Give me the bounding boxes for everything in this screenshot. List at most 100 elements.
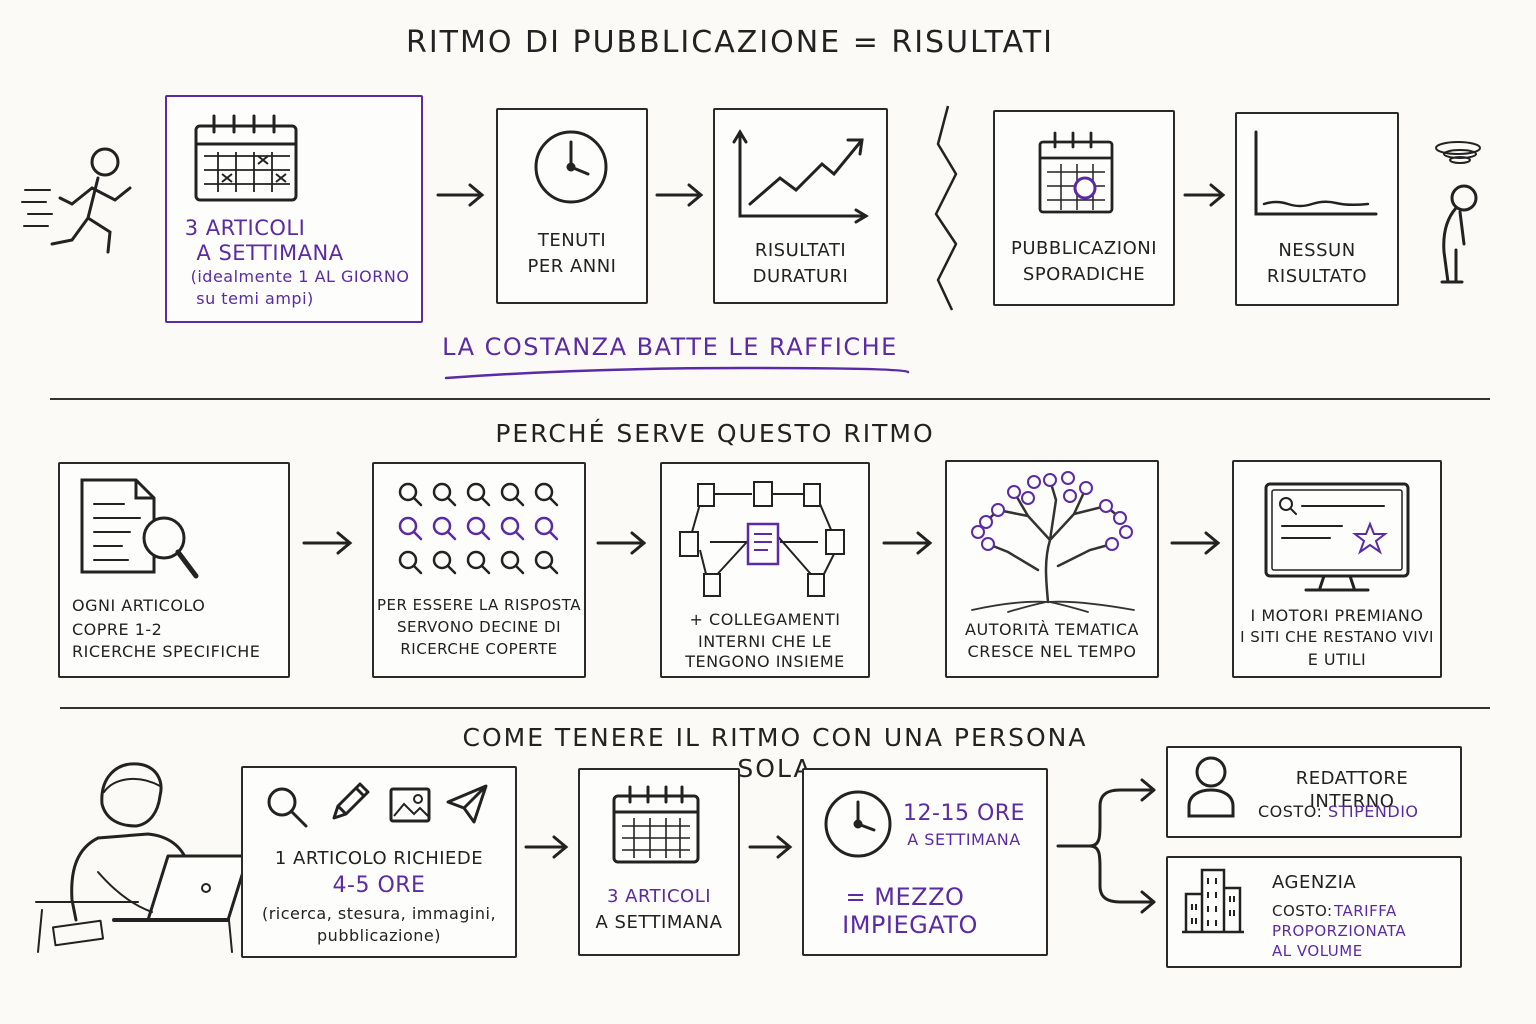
magnifier-icon bbox=[398, 516, 423, 541]
clock-icon bbox=[534, 130, 608, 204]
search-icon bbox=[267, 787, 308, 828]
s3-box1-line2: 4-5 ORE bbox=[332, 873, 426, 898]
arrow-icon bbox=[1170, 531, 1221, 555]
box5-line1: NESSUN bbox=[1278, 240, 1356, 261]
option2-cost-label: COSTO: bbox=[1272, 902, 1333, 920]
arrow-icon bbox=[882, 531, 933, 555]
arrow-icon bbox=[655, 183, 704, 207]
option2-title: AGENZIA bbox=[1272, 872, 1357, 893]
hours-per-week-box bbox=[802, 768, 1048, 956]
box3-line2: DURATURI bbox=[752, 266, 849, 287]
s2-box4-line1: AUTORITÀ TEMATICA bbox=[965, 620, 1139, 639]
image-icon bbox=[389, 787, 431, 823]
s3-box1-line4: pubblicazione) bbox=[317, 926, 441, 945]
s3-box3-eq1: = MEZZO bbox=[845, 883, 965, 911]
tree-icon bbox=[971, 471, 1135, 613]
magnifier-icon bbox=[466, 516, 491, 541]
magnifier-icon bbox=[534, 516, 559, 541]
leaf-node bbox=[1027, 475, 1041, 489]
magnifier-icon bbox=[500, 516, 525, 541]
leaf-node bbox=[971, 525, 985, 539]
option2-cost-value1: TARIFFA bbox=[1334, 902, 1397, 920]
topical-authority-box bbox=[945, 460, 1159, 678]
leaf-node bbox=[1099, 499, 1113, 513]
leaf-node bbox=[1063, 489, 1077, 503]
magnifier-icon bbox=[432, 482, 457, 507]
magnifier-icon bbox=[500, 482, 525, 507]
box2-line1: TENUTI bbox=[537, 230, 607, 251]
arrow-icon bbox=[748, 835, 793, 859]
magnifier-icon bbox=[432, 516, 457, 541]
box5-line2: RISULTATO bbox=[1266, 266, 1368, 287]
option2-cost-value3: AL VOLUME bbox=[1272, 942, 1363, 960]
calendar-sporadic-icon bbox=[1038, 131, 1114, 214]
calendar-icon bbox=[194, 114, 298, 202]
leaf-node bbox=[1119, 525, 1133, 539]
box2-line2: PER ANNI bbox=[527, 256, 617, 277]
years-box bbox=[496, 108, 648, 304]
article-hours-box bbox=[241, 766, 517, 958]
arrow-icon bbox=[1183, 183, 1226, 207]
arrow-icon bbox=[524, 835, 569, 859]
s2-box5-line2: I SITI CHE RESTANO VIVI bbox=[1240, 628, 1434, 646]
s2-box3-line1: + COLLEGAMENTI bbox=[689, 610, 841, 629]
user-icon bbox=[1187, 756, 1235, 818]
section2-title: PERCHÉ SERVE QUESTO RITMO bbox=[495, 419, 935, 448]
arrow-icon bbox=[302, 531, 353, 555]
option1-cost-label: COSTO: bbox=[1258, 802, 1323, 821]
s3-box1-line1: 1 ARTICOLO RICHIEDE bbox=[274, 848, 484, 869]
rising-chart-icon bbox=[732, 129, 869, 224]
s2-box2-line2: SERVONO DECINE DI bbox=[396, 618, 562, 636]
s2-box2-line3: RICERCHE COPERTE bbox=[400, 640, 558, 658]
arrow-icon bbox=[596, 531, 647, 555]
person-laptop-icon bbox=[35, 762, 250, 953]
leaf-node bbox=[991, 503, 1005, 517]
leaf-node bbox=[1105, 537, 1119, 551]
magnifier-icon bbox=[398, 550, 423, 575]
calendar-icon bbox=[612, 785, 700, 864]
leaf-node bbox=[1021, 491, 1035, 505]
magnifier-grid-icon bbox=[398, 482, 559, 575]
box4-line2: SPORADICHE bbox=[1022, 264, 1146, 285]
monitor-star-icon bbox=[1264, 482, 1410, 592]
magnifier-icon bbox=[534, 482, 559, 507]
s3-box1-line3: (ricerca, stesura, immagini, bbox=[261, 904, 497, 923]
magnifier-icon bbox=[398, 482, 423, 507]
leaf-node bbox=[1079, 481, 1093, 495]
s2-box5-line3: E UTILI bbox=[1307, 650, 1367, 669]
box1-line2: A SETTIMANA bbox=[196, 241, 344, 265]
s2-box1-line3: RICERCHE SPECIFICHE bbox=[72, 642, 261, 661]
tagline: LA COSTANZA BATTE LE RAFFICHE bbox=[442, 333, 898, 361]
s2-box2-line1: PER ESSERE LA RISPOSTA bbox=[376, 596, 582, 614]
box1-line3: (idealmente 1 AL GIORNO bbox=[190, 267, 410, 286]
leaf-node bbox=[981, 537, 995, 551]
pencil-icon bbox=[332, 782, 370, 820]
tagline-underline bbox=[444, 366, 910, 380]
document-search-icon bbox=[80, 478, 199, 579]
page-title: RITMO DI PUBBLICAZIONE = RISULTATI bbox=[405, 25, 1055, 60]
box1-line1: 3 ARTICOLI bbox=[184, 216, 306, 240]
magnifier-icon bbox=[432, 550, 457, 575]
leaf-node bbox=[1007, 485, 1021, 499]
clock-icon bbox=[824, 790, 892, 858]
s3-box2-line2: A SETTIMANA bbox=[595, 912, 723, 933]
leaf-node bbox=[1043, 473, 1057, 487]
box1-line4: su temi ampi) bbox=[196, 289, 314, 308]
no-result-box bbox=[1235, 112, 1399, 306]
zigzag-divider-icon bbox=[934, 105, 958, 311]
arrow-icon bbox=[436, 183, 485, 207]
s2-box3-line3: TENGONO INSIEME bbox=[685, 652, 845, 671]
building-icon bbox=[1182, 868, 1244, 934]
section3-title: COME TENERE IL RITMO CON UNA PERSONA SOL… bbox=[462, 723, 1088, 784]
s3-box2-line1: 3 ARTICOLI bbox=[606, 886, 712, 907]
s2-box1-line2: COPRE 1-2 bbox=[72, 620, 163, 639]
leaf-node bbox=[979, 515, 993, 529]
magnifier-icon bbox=[500, 550, 525, 575]
divider-1 bbox=[50, 398, 1490, 400]
send-icon bbox=[446, 784, 488, 824]
s2-box5-line1: I MOTORI PREMIANO bbox=[1250, 606, 1424, 625]
s3-box3-hours: 12-15 ORE bbox=[903, 801, 1025, 826]
option1-cost-value: STIPENDIO bbox=[1328, 802, 1419, 821]
box4-line1: PUBBLICAZIONI bbox=[1010, 238, 1158, 259]
in-house-editor-box bbox=[1166, 746, 1462, 838]
